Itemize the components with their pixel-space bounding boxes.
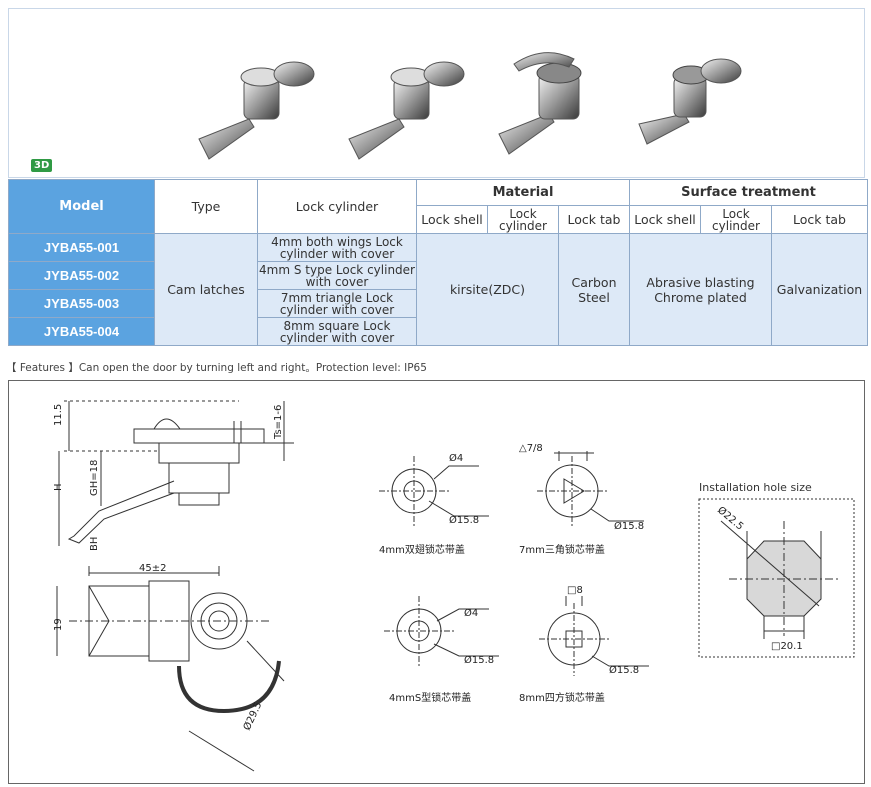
cover3-d2: Ø15.8 (464, 654, 494, 666)
type-cell: Cam latches (154, 233, 258, 346)
header-surface-treatment: Surface treatment (629, 179, 868, 206)
surface-tab-cell: Galvanization (771, 233, 868, 346)
cover1-label: 4mm双翅锁芯带盖 (379, 543, 465, 556)
model-cell: JYBA55-001 (8, 233, 155, 262)
cylinder-cell: 7mm triangle Lock cylinder with cover (257, 289, 417, 318)
latch-photo-2 (348, 61, 465, 160)
header-surface-lock-tab: Lock tab (771, 205, 868, 234)
install-d2: □20.1 (771, 641, 803, 652)
drawing-canvas: 11.5 Ts=1-6 H GH=18 BH 45±2 19 Ø29.5 Ø4 … (53, 400, 855, 772)
spec-table: Model Type Lock cylinder Material Surfac… (8, 179, 868, 346)
model-cell: JYBA55-002 (8, 261, 155, 290)
material-tab-cell: Carbon Steel (558, 233, 630, 346)
header-type: Type (154, 179, 258, 234)
cylinder-cell: 4mm both wings Lock cylinder with cover (257, 233, 417, 262)
surface-shell-cylinder-cell: Abrasive blasting Chrome plated (629, 233, 772, 346)
header-surface-cylinder: Lock cylinder (700, 205, 772, 234)
cover4-label: 8mm四方锁芯带盖 (519, 691, 605, 704)
cover1-d2: Ø15.8 (449, 514, 479, 526)
header-material: Material (416, 179, 630, 206)
header-lock-cylinder: Lock cylinder (257, 179, 417, 234)
product-image-panel: 3D (8, 8, 865, 178)
features-text: 【 Features 】Can open the door by turning… (6, 362, 427, 374)
table-row: JYBA55-004 8mm square Lock cylinder with… (8, 317, 868, 346)
side-view (58, 400, 294, 546)
cover3-label: 4mmS型锁芯带盖 (389, 691, 471, 704)
cover4-d2: Ø15.8 (609, 664, 639, 676)
technical-drawing: 11.5 Ts=1-6 H GH=18 BH 45±2 19 Ø29.5 Ø4 … (8, 380, 865, 784)
dim-29-5: Ø29.5 (241, 700, 265, 732)
header-surface-lock-shell: Lock shell (629, 205, 701, 234)
dim-bh: BH (89, 537, 100, 551)
cover2-d2: Ø15.8 (614, 520, 644, 532)
table-row: JYBA55-001 Cam latches 4mm both wings Lo… (8, 233, 868, 346)
product-photos (198, 52, 742, 160)
header-material-lock-tab: Lock tab (558, 205, 630, 234)
model-cell: JYBA55-004 (8, 317, 155, 346)
latch-photo-1 (198, 61, 315, 160)
cover2-label: 7mm三角锁芯带盖 (519, 543, 605, 556)
dim-11-5: 11.5 (53, 404, 64, 426)
dim-19: 19 (53, 618, 64, 631)
install-hole-drawing (698, 498, 855, 658)
dim-ts: Ts=1-6 (273, 405, 284, 440)
install-d1: Ø22.5 (715, 504, 746, 533)
header-material-cylinder: Lock cylinder (487, 205, 559, 234)
latch-photo-4 (638, 58, 742, 145)
table-row: JYBA55-002 4mm S type Lock cylinder with… (8, 261, 868, 290)
model-cell: JYBA55-003 (8, 289, 155, 318)
cylinder-cell: 4mm S type Lock cylinder with cover (257, 261, 417, 290)
cover3-d1: Ø4 (464, 607, 478, 619)
header-material-lock-shell: Lock shell (416, 205, 488, 234)
dim-45: 45±2 (139, 563, 166, 574)
cover4-d1: □8 (567, 585, 583, 596)
latch-photo-3 (498, 52, 582, 155)
table-row: JYBA55-003 7mm triangle Lock cylinder wi… (8, 289, 868, 318)
top-view (56, 566, 285, 772)
cover-drawings (379, 451, 649, 676)
dim-gh: GH=18 (89, 460, 100, 496)
cover1-d1: Ø4 (449, 452, 463, 464)
material-shell-cylinder-cell: kirsite(ZDC) (416, 233, 559, 346)
header-model: Model (8, 179, 155, 234)
install-title: Installation hole size (699, 481, 812, 494)
cover2-d1: △7/8 (519, 443, 543, 454)
3d-badge[interactable]: 3D (31, 159, 53, 172)
dim-h: H (53, 483, 64, 491)
cylinder-cell: 8mm square Lock cylinder with cover (257, 317, 417, 346)
